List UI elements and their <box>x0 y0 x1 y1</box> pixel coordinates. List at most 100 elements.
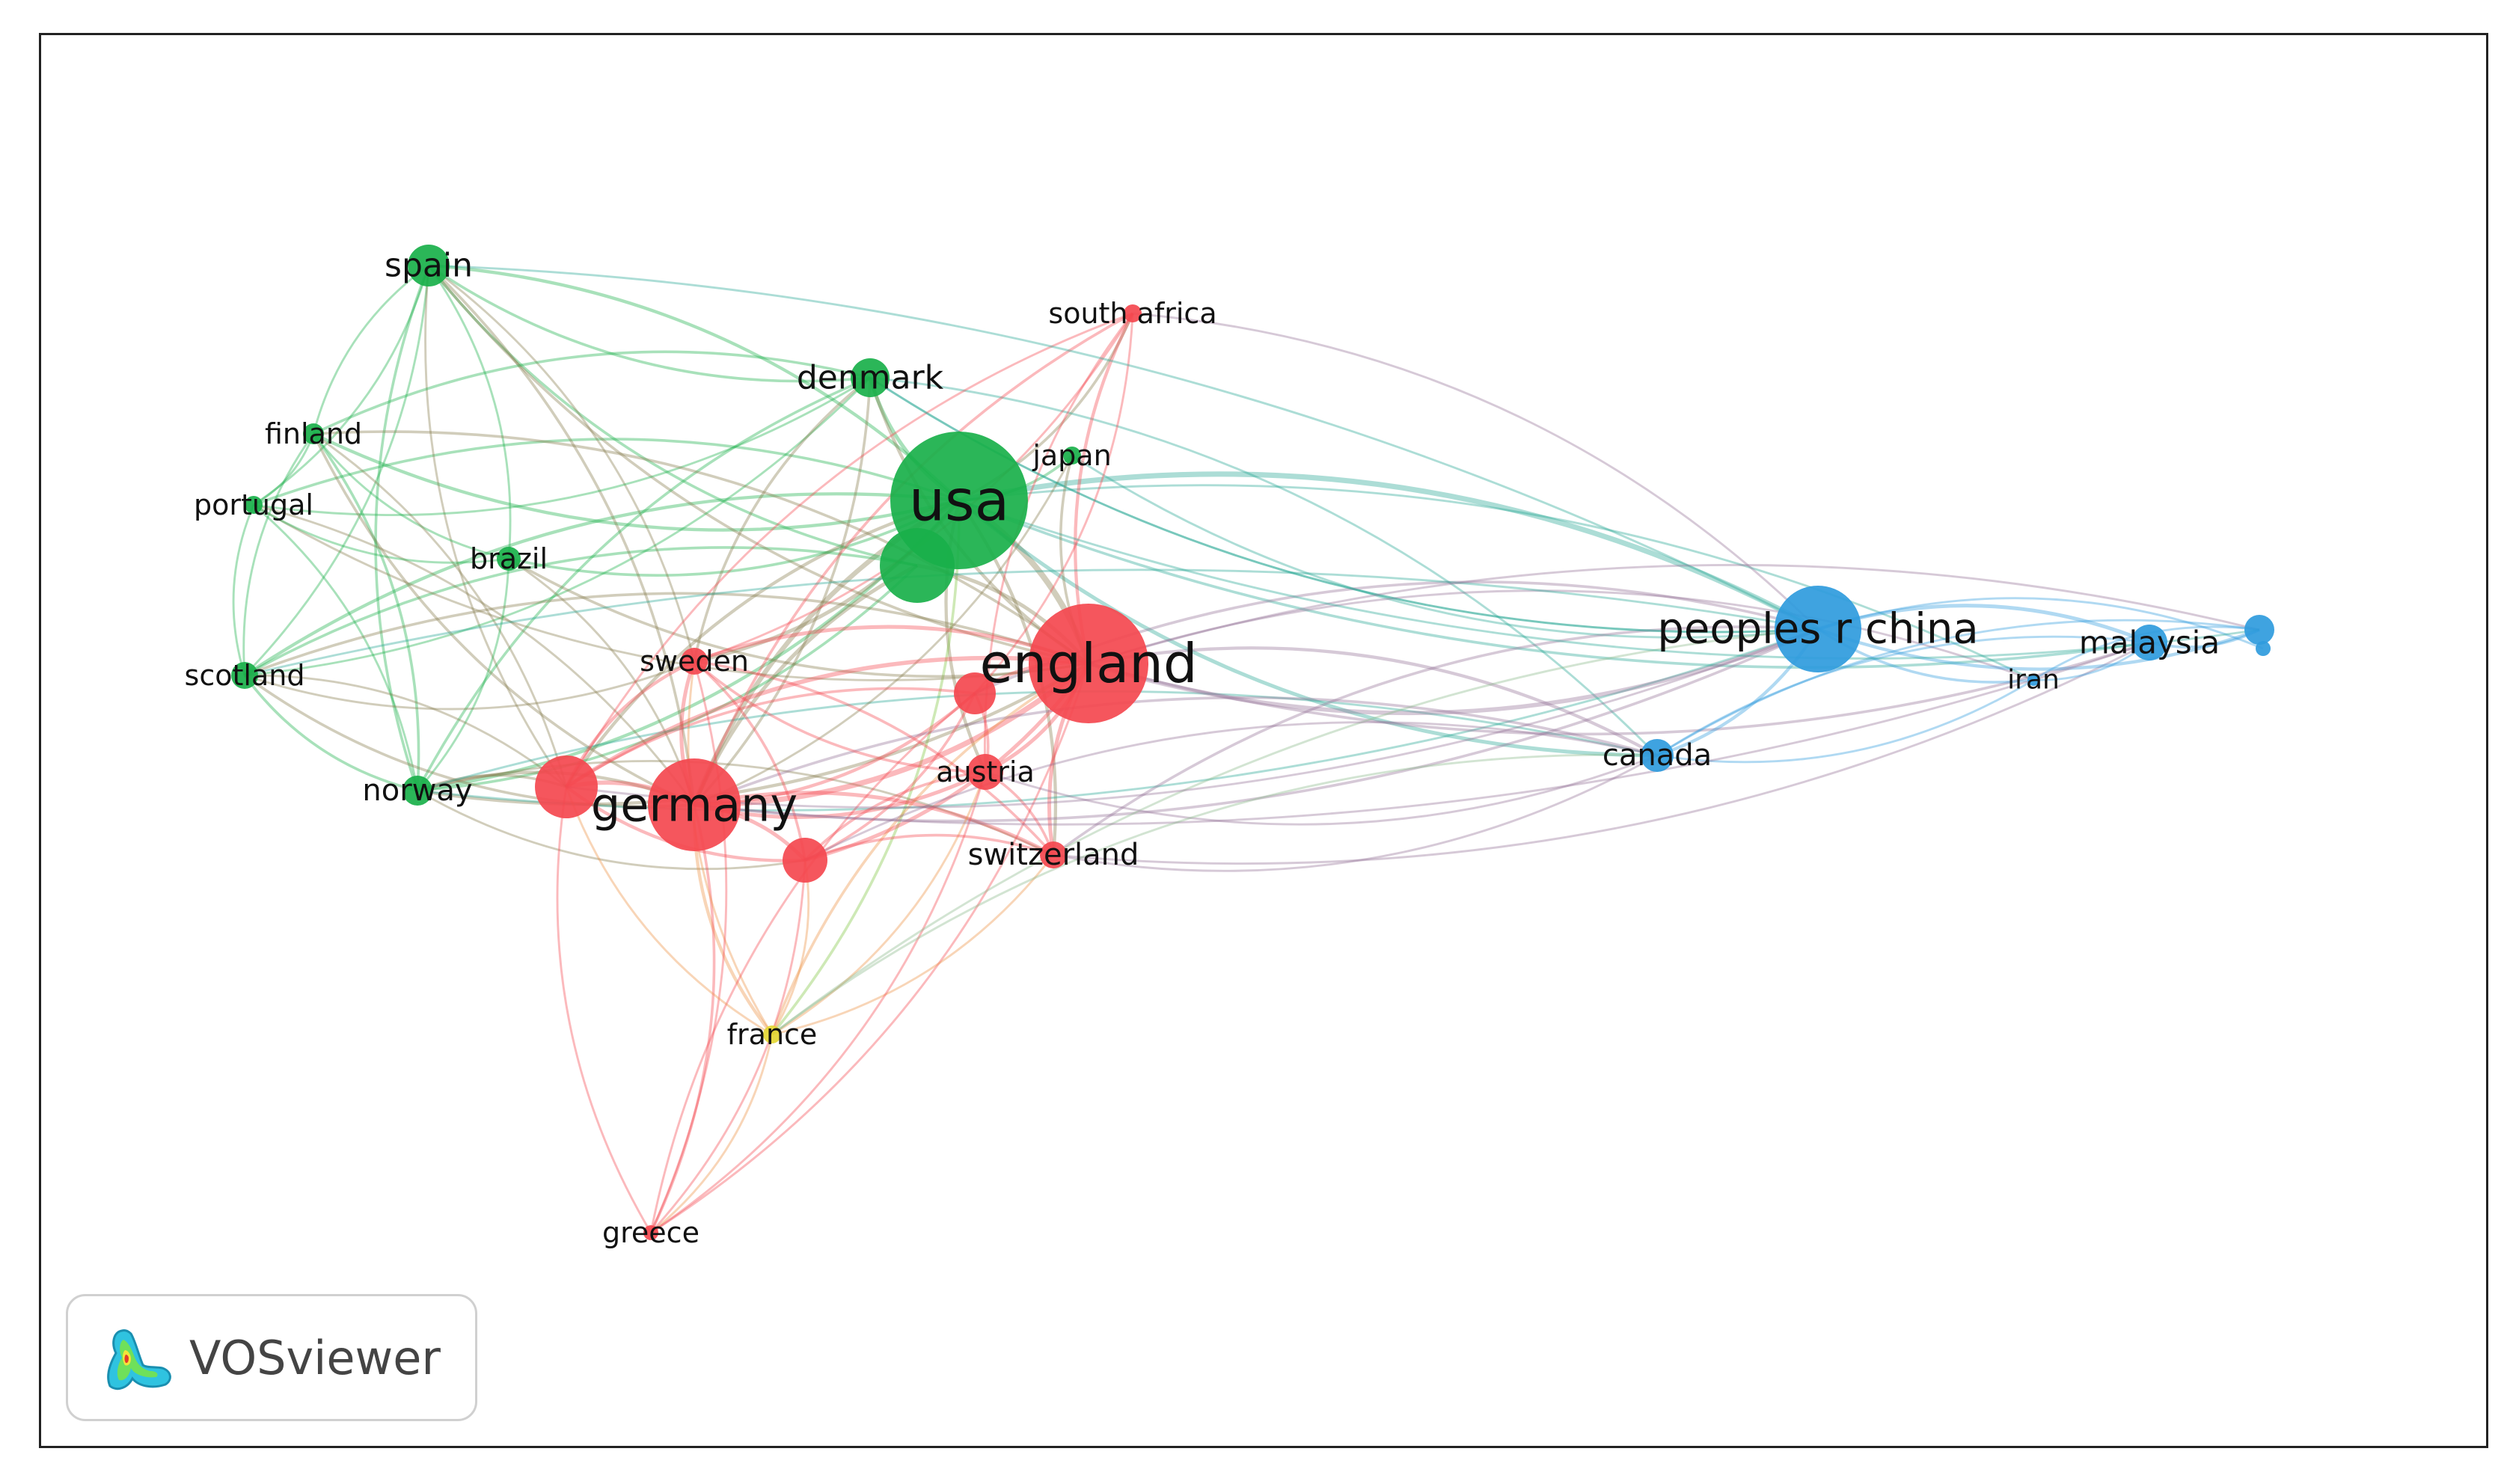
link-south-africa-red-a <box>565 312 1133 788</box>
node-blue-b[interactable] <box>2256 641 2271 656</box>
label-portugal: portugal <box>194 488 313 521</box>
link-switzerland-france <box>771 854 1055 1036</box>
link-japan-germany <box>694 455 1074 806</box>
node-south-africa[interactable] <box>1124 304 1142 322</box>
link-france-china <box>771 628 1819 1036</box>
link-usa-b-germany <box>692 563 919 806</box>
links-layer <box>232 263 2264 1234</box>
label-greece: greece <box>602 1216 700 1249</box>
node-england[interactable] <box>1029 604 1148 723</box>
link-malaysia-germany <box>694 641 2150 826</box>
node-usa-b[interactable] <box>880 528 955 603</box>
link-spain-finland <box>312 264 429 435</box>
link-malaysia-canada <box>1656 635 2150 757</box>
link-norway-switzerland <box>417 760 1054 856</box>
link-germany-canada <box>694 696 1658 806</box>
node-canada[interactable] <box>1641 739 1674 772</box>
node-red-a[interactable] <box>535 755 598 818</box>
link-finland-norway <box>312 432 420 791</box>
vosviewer-logo-icon <box>107 1329 171 1391</box>
node-spain[interactable] <box>408 245 450 286</box>
link-switzerland-china <box>1052 625 1819 856</box>
label-denmark: denmark <box>797 359 944 397</box>
node-scotland[interactable] <box>231 662 258 689</box>
link-portugal-germany <box>253 503 696 806</box>
node-austria[interactable] <box>967 754 1003 790</box>
node-iran[interactable] <box>2027 674 2039 686</box>
node-germany[interactable] <box>648 758 741 851</box>
link-denmark-norway <box>416 376 871 791</box>
link-germany-switzerland <box>694 791 1055 857</box>
label-finland: finland <box>265 417 362 450</box>
node-china[interactable] <box>1775 586 1861 672</box>
label-sweden: sweden <box>640 645 749 678</box>
link-switzerland-red-b <box>804 833 1054 862</box>
link-sweden-france <box>687 660 774 1035</box>
node-norway[interactable] <box>402 776 432 806</box>
link-austria-red-b <box>803 770 986 862</box>
link-finland-england <box>313 430 1090 665</box>
link-usa-portugal <box>253 438 960 506</box>
link-england-france <box>771 662 1089 1035</box>
link-finland-red-a <box>313 432 568 788</box>
link-usa-china <box>958 471 1819 632</box>
node-malaysia[interactable] <box>2131 625 2167 660</box>
node-sweden[interactable] <box>681 648 708 675</box>
link-denmark-sweden <box>693 376 872 662</box>
link-red-a-red-c <box>566 687 976 788</box>
link-portugal-scotland <box>232 504 255 676</box>
vosviewer-badge[interactable]: VOSviewer <box>66 1294 477 1421</box>
node-switzerland[interactable] <box>1040 841 1067 868</box>
link-spain-brazil <box>427 265 512 559</box>
link-norway-canada <box>417 690 1658 792</box>
node-france[interactable] <box>763 1025 781 1043</box>
link-canada-red-b <box>804 721 1658 862</box>
node-portugal[interactable] <box>245 496 263 514</box>
label-usa: usa <box>909 467 1009 534</box>
link-france-red-a <box>565 786 773 1036</box>
node-red-b[interactable] <box>783 838 827 883</box>
link-denmark-portugal <box>253 376 871 516</box>
link-usa-scotland <box>243 492 960 677</box>
link-scotland-germany <box>243 674 695 808</box>
link-china-blue-b <box>1817 597 2264 650</box>
link-england-germany <box>694 661 1091 808</box>
link-canada-austria <box>985 754 1658 826</box>
link-usa-b-spain <box>427 264 918 567</box>
link-japan-china <box>1071 454 1819 639</box>
node-brazil[interactable] <box>497 547 521 571</box>
node-red-c[interactable] <box>954 672 996 714</box>
link-brazil-norway <box>416 558 510 791</box>
label-south-africa: south africa <box>1048 297 1216 330</box>
link-denmark-canada <box>869 376 1659 757</box>
vosviewer-name: VOSviewer <box>189 1330 441 1385</box>
node-greece[interactable] <box>643 1225 658 1240</box>
label-england: england <box>979 632 1197 695</box>
link-finland-scotland <box>242 433 315 676</box>
link-england-red-a <box>565 655 1089 789</box>
link-greece-red-b <box>649 859 806 1233</box>
label-spain: spain <box>385 247 473 285</box>
link-norway-red-b <box>417 789 806 871</box>
link-blue-a-england <box>1088 563 2260 665</box>
labels-layer: usaspaindenmarkfinlandportugalbrazilscot… <box>185 247 2220 1250</box>
link-spain-sweden <box>428 264 696 662</box>
node-japan[interactable] <box>1063 447 1081 464</box>
link-scotland-sweden <box>244 660 695 711</box>
link-scotland-england <box>244 592 1089 677</box>
link-usa-malaysia <box>958 499 2150 669</box>
link-usa-france <box>771 500 961 1036</box>
network-map[interactable]: usaspaindenmarkfinlandportugalbrazilscot… <box>41 35 2491 1450</box>
node-blue-a[interactable] <box>2244 615 2274 645</box>
link-canada-france <box>771 753 1658 1036</box>
link-portugal-england <box>253 503 1089 681</box>
label-france: france <box>727 1018 818 1051</box>
label-brazil: brazil <box>470 542 548 575</box>
node-denmark[interactable] <box>851 358 890 397</box>
label-canada: canada <box>1603 738 1712 773</box>
label-norway: norway <box>362 773 472 808</box>
link-finland-brazil <box>312 433 509 560</box>
link-norway-england <box>417 662 1090 806</box>
node-finland[interactable] <box>303 423 324 444</box>
link-england-greece <box>650 663 1090 1234</box>
